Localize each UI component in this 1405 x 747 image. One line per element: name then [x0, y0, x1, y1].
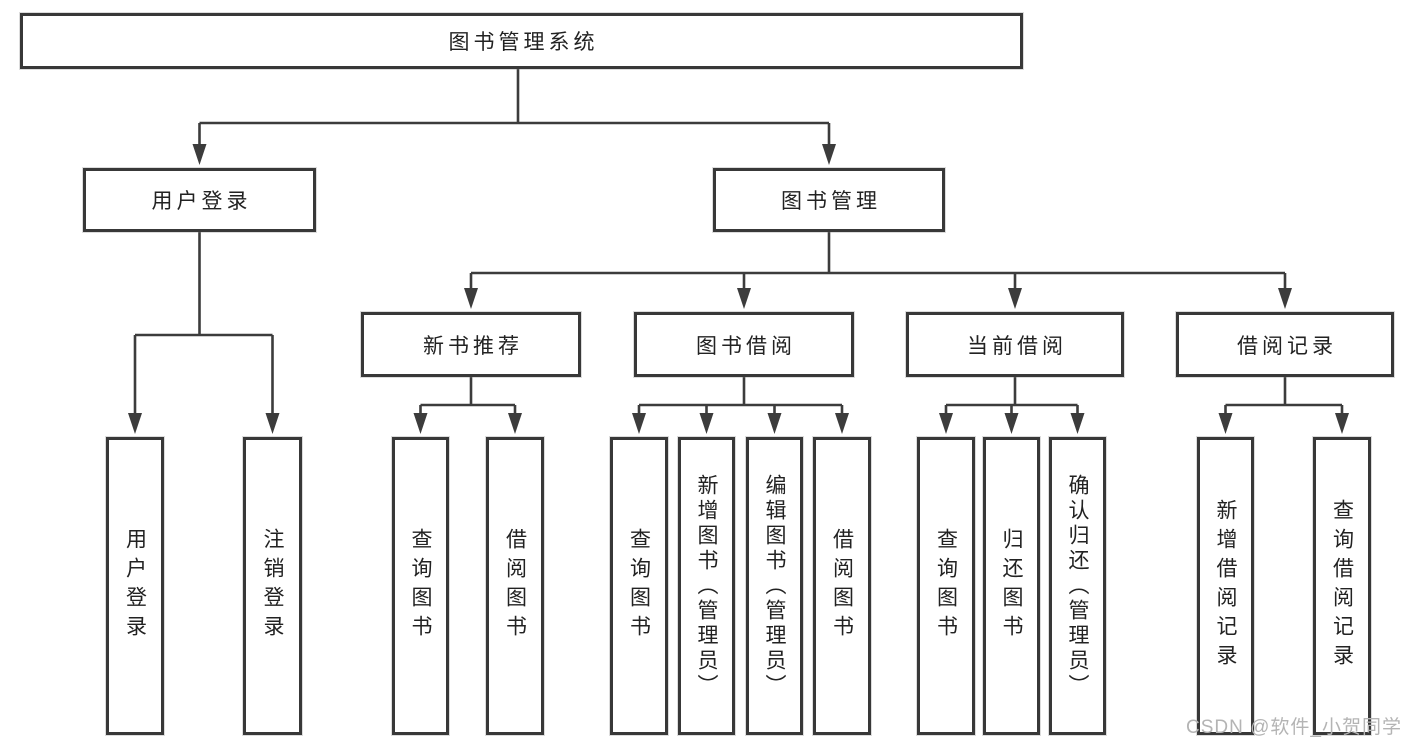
- leaf-logout: 注销登录: [243, 437, 302, 735]
- node-label: 图书管理系统: [448, 31, 599, 54]
- node-label: 借阅图书: [830, 528, 854, 644]
- node-label: 查询图书: [934, 528, 958, 644]
- node-book-management: 图书管理: [713, 168, 945, 232]
- leaf-query-books-borrow: 查询图书: [610, 437, 668, 735]
- node-library-management-system: 图书管理系统: [20, 13, 1023, 69]
- node-current-borrowing: 当前借阅: [906, 312, 1124, 377]
- leaf-query-books-recommend: 查询图书: [392, 437, 449, 735]
- leaf-edit-book-admin: 编辑图书（管理员）: [746, 437, 803, 735]
- node-borrowing-records: 借阅记录: [1176, 312, 1394, 377]
- node-label: 借阅图书: [503, 528, 527, 644]
- node-user-login: 用户登录: [83, 168, 316, 232]
- node-label: 借阅记录: [1237, 334, 1337, 358]
- node-label: 新增图书（管理员）: [695, 473, 718, 699]
- leaf-add-borrow-record: 新增借阅记录: [1197, 437, 1254, 735]
- node-label: 编辑图书（管理员）: [763, 473, 786, 699]
- leaf-confirm-return-admin: 确认归还（管理员）: [1049, 437, 1106, 735]
- node-label: 图书借阅: [696, 334, 796, 358]
- node-label: 当前借阅: [967, 334, 1067, 358]
- leaf-add-book-admin: 新增图书（管理员）: [678, 437, 735, 735]
- node-label: 新书推荐: [423, 334, 523, 358]
- node-label: 确认归还（管理员）: [1066, 473, 1089, 699]
- node-label: 图书管理: [781, 190, 881, 213]
- node-label: 新增借阅记录: [1214, 499, 1237, 673]
- node-book-borrowing: 图书借阅: [634, 312, 854, 377]
- leaf-return-book: 归还图书: [983, 437, 1040, 735]
- leaf-borrow-books-recommend: 借阅图书: [486, 437, 544, 735]
- leaf-query-borrow-record: 查询借阅记录: [1313, 437, 1371, 735]
- node-label: 查询借阅记录: [1330, 499, 1354, 673]
- node-label: 查询图书: [627, 528, 651, 644]
- node-new-book-recommendation: 新书推荐: [361, 312, 581, 377]
- node-label: 用户登录: [123, 528, 147, 644]
- node-label: 归还图书: [1000, 528, 1023, 644]
- leaf-user-login: 用户登录: [106, 437, 164, 735]
- watermark: CSDN @软件_小贺同学: [1186, 717, 1402, 738]
- node-label: 注销登录: [261, 528, 284, 644]
- leaf-borrow-books: 借阅图书: [813, 437, 871, 735]
- leaf-query-books-current: 查询图书: [917, 437, 975, 735]
- node-label: 查询图书: [409, 528, 432, 644]
- node-label: 用户登录: [151, 190, 252, 213]
